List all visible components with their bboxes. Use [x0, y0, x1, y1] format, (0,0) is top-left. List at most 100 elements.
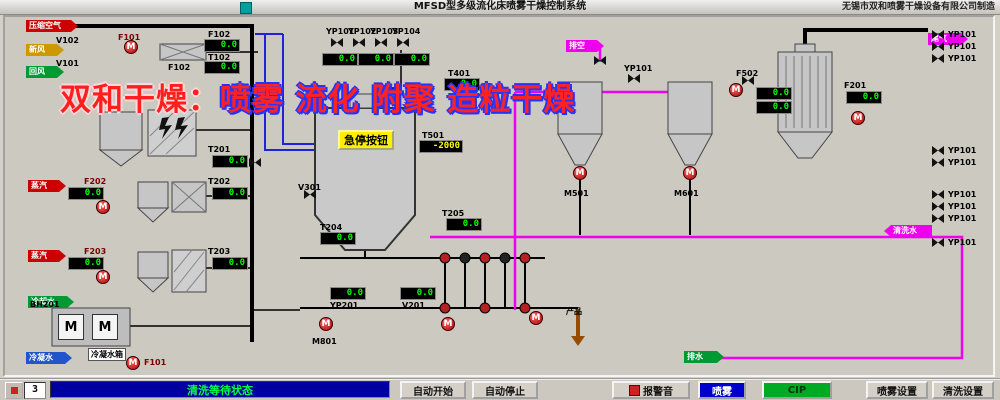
tag-label: BH201: [30, 300, 60, 309]
value-display: 0.0: [400, 287, 436, 300]
valve-icon[interactable]: [932, 158, 944, 167]
tag-label: M801: [312, 337, 337, 346]
valve-icon[interactable]: [932, 146, 944, 155]
tag-label: YP101: [948, 202, 977, 211]
valve-icon[interactable]: [594, 56, 606, 65]
product-arrowhead: [571, 336, 585, 346]
ball-valve-row: [439, 252, 531, 314]
auto-start-button[interactable]: 自动开始: [400, 381, 466, 399]
tag-label: YP101: [948, 214, 977, 223]
value-display: -2000: [419, 140, 463, 153]
flow-arrow-label: 排水: [684, 351, 724, 363]
status-message: 清洗等待状态: [50, 381, 390, 398]
tag-label: T204: [320, 223, 343, 232]
flow-arrow-label: 冷凝水: [26, 352, 72, 364]
tag-label: YP101: [948, 54, 977, 63]
value-display: 0.0: [394, 53, 430, 66]
flow-arrow-label: 蒸汽: [28, 250, 66, 262]
pump-icon[interactable]: M: [96, 200, 110, 214]
pump-icon[interactable]: M: [729, 83, 743, 97]
pipes-blue: [255, 33, 315, 151]
motor-icon: M: [58, 314, 84, 340]
spray-settings-button[interactable]: 喷雾设置: [866, 381, 928, 399]
tag-label: YP101: [948, 30, 977, 39]
motor-icon: M: [92, 314, 118, 340]
valve-icon[interactable]: [742, 76, 754, 85]
tag-label: 产品: [566, 307, 582, 316]
value-display: 0.0: [320, 232, 356, 245]
value-display: 0.0: [446, 218, 482, 231]
valve-icon[interactable]: [932, 54, 944, 63]
flow-arrow-label: 压缩空气: [26, 20, 78, 32]
tag-label: T501: [422, 131, 445, 140]
pump-icon[interactable]: M: [851, 111, 865, 125]
page-title: MFSD型多级流化床喷雾干燥控制系统: [413, 1, 587, 12]
cip-button[interactable]: CIP: [762, 381, 832, 399]
value-display: 0.0: [68, 257, 104, 270]
tag-label: 冷凝水箱: [88, 348, 126, 361]
flow-arrow-label: 新风: [26, 44, 64, 56]
tag-label: M601: [674, 189, 699, 198]
tag-label: F203: [84, 247, 107, 256]
window-icon: [240, 2, 252, 14]
valve-icon[interactable]: [932, 30, 944, 39]
flow-arrow-label: 冷却水: [28, 296, 74, 308]
valve-icon[interactable]: [628, 74, 640, 83]
value-display: 0.0: [330, 287, 366, 300]
pump-icon[interactable]: M: [124, 40, 138, 54]
tag-label: YP201: [330, 301, 359, 310]
pump-icon[interactable]: M: [126, 356, 140, 370]
tag-label: T102: [208, 53, 231, 62]
value-display: 0.0: [358, 53, 394, 66]
company-name: 无锡市双和喷雾干燥设备有限公司制造: [841, 2, 995, 12]
tag-label: V201: [402, 301, 425, 310]
alarm-sound-button[interactable]: 报警音: [612, 381, 690, 399]
flow-arrow-label: 清洗水: [884, 225, 932, 237]
tag-label: T202: [208, 177, 231, 186]
emergency-stop-button[interactable]: 急停按钮: [338, 130, 394, 150]
alarm-sound-label: 报警音: [643, 386, 673, 398]
tag-label: YP104: [392, 27, 421, 36]
valve-icon[interactable]: [375, 38, 387, 47]
valve-icon[interactable]: [304, 190, 316, 199]
tag-label: YP101: [326, 27, 355, 36]
auto-stop-button[interactable]: 自动停止: [472, 381, 538, 399]
tag-label: V301: [298, 183, 321, 192]
tag-label: F201: [844, 81, 867, 90]
valve-icon[interactable]: [932, 202, 944, 211]
flow-arrow-label: 排空: [566, 40, 604, 52]
pump-icon[interactable]: M: [96, 270, 110, 284]
valve-icon[interactable]: [932, 190, 944, 199]
hopper-2: [667, 81, 713, 135]
valve-icon[interactable]: [331, 38, 343, 47]
pump-icon[interactable]: M: [683, 166, 697, 180]
valve-icon[interactable]: [397, 38, 409, 47]
valve-icon[interactable]: [932, 42, 944, 51]
tag-label: YP101: [948, 146, 977, 155]
valve-icon[interactable]: [932, 238, 944, 247]
pump-icon[interactable]: M: [529, 311, 543, 325]
pump-icon[interactable]: M: [319, 317, 333, 331]
value-display: 0.0: [204, 61, 240, 74]
value-display: 0.0: [68, 187, 104, 200]
tag-label: T205: [442, 209, 465, 218]
flow-arrow-label: 回风: [26, 66, 64, 78]
valve-icon[interactable]: [249, 158, 261, 167]
valve-icon[interactable]: [932, 214, 944, 223]
spray-button[interactable]: 喷雾: [698, 381, 746, 399]
pump-icon[interactable]: M: [573, 166, 587, 180]
cycle-counter: 3: [24, 382, 46, 399]
clean-settings-button[interactable]: 清洗设置: [932, 381, 994, 399]
value-display: 0.0: [204, 39, 240, 52]
tag-label: F101: [118, 33, 141, 42]
tag-label: YP101: [624, 64, 653, 73]
tag-label: F102: [208, 30, 231, 39]
valve-icon[interactable]: [353, 38, 365, 47]
vessels: [51, 43, 834, 347]
atomizer: [349, 93, 381, 109]
pump-icon[interactable]: M: [441, 317, 455, 331]
value-display: 0.0: [322, 53, 358, 66]
tag-label: T203: [208, 247, 231, 256]
tag-label: F101: [144, 358, 167, 367]
